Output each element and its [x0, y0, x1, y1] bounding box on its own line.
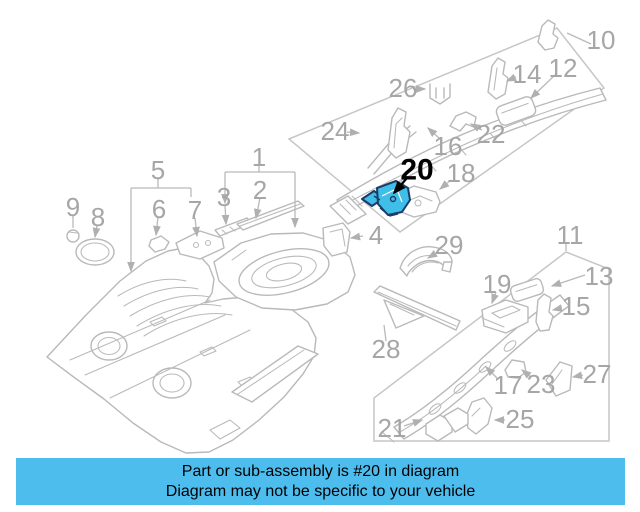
banner-line-2: Diagram may not be specific to your vehi… — [165, 483, 476, 500]
part-label-5: 5 — [151, 155, 165, 185]
part-label-11: 11 — [557, 220, 584, 250]
info-banner: Part or sub-assembly is #20 in diagram D… — [16, 458, 625, 505]
banner-line-1: Part or sub-assembly is #20 in diagram — [181, 463, 460, 480]
part-label-1: 1 — [252, 142, 266, 172]
part-label-7: 7 — [188, 195, 202, 225]
part-label-20: 20 — [400, 154, 433, 187]
part-label-27: 27 — [583, 359, 612, 389]
part-label-12: 12 — [549, 53, 578, 83]
part-label-14: 14 — [513, 59, 542, 89]
part-label-25: 25 — [506, 404, 535, 434]
part-label-29: 29 — [435, 230, 464, 260]
part-label-10: 10 — [587, 25, 616, 55]
part-label-2: 2 — [253, 175, 267, 205]
callout-arrow-20 — [392, 177, 408, 195]
leader-lines — [72, 73, 586, 427]
small-parts-left — [66, 200, 351, 266]
seat-pan-drawing — [213, 232, 356, 311]
part-label-21: 21 — [378, 413, 407, 443]
part-label-8: 8 — [91, 202, 105, 232]
part-label-28: 28 — [372, 334, 401, 364]
part-label-13: 13 — [585, 261, 614, 291]
part-label-17: 17 — [494, 370, 523, 400]
part-label-18: 18 — [447, 158, 476, 188]
lower-rail-assembly — [381, 278, 573, 443]
part-label-16: 16 — [434, 131, 463, 161]
part-label-19: 19 — [483, 269, 512, 299]
part-label-15: 15 — [562, 291, 591, 321]
mid-parts — [373, 246, 461, 331]
part-label-9: 9 — [66, 192, 80, 222]
part-label-24: 24 — [321, 116, 350, 146]
part-label-23: 23 — [527, 369, 556, 399]
part-label-22: 22 — [477, 119, 506, 149]
assembly-box-11 — [373, 243, 610, 442]
part-label-3: 3 — [217, 182, 231, 212]
part-label-4: 4 — [369, 220, 383, 250]
part-label-6: 6 — [152, 194, 166, 224]
part-label-26: 26 — [389, 73, 418, 103]
